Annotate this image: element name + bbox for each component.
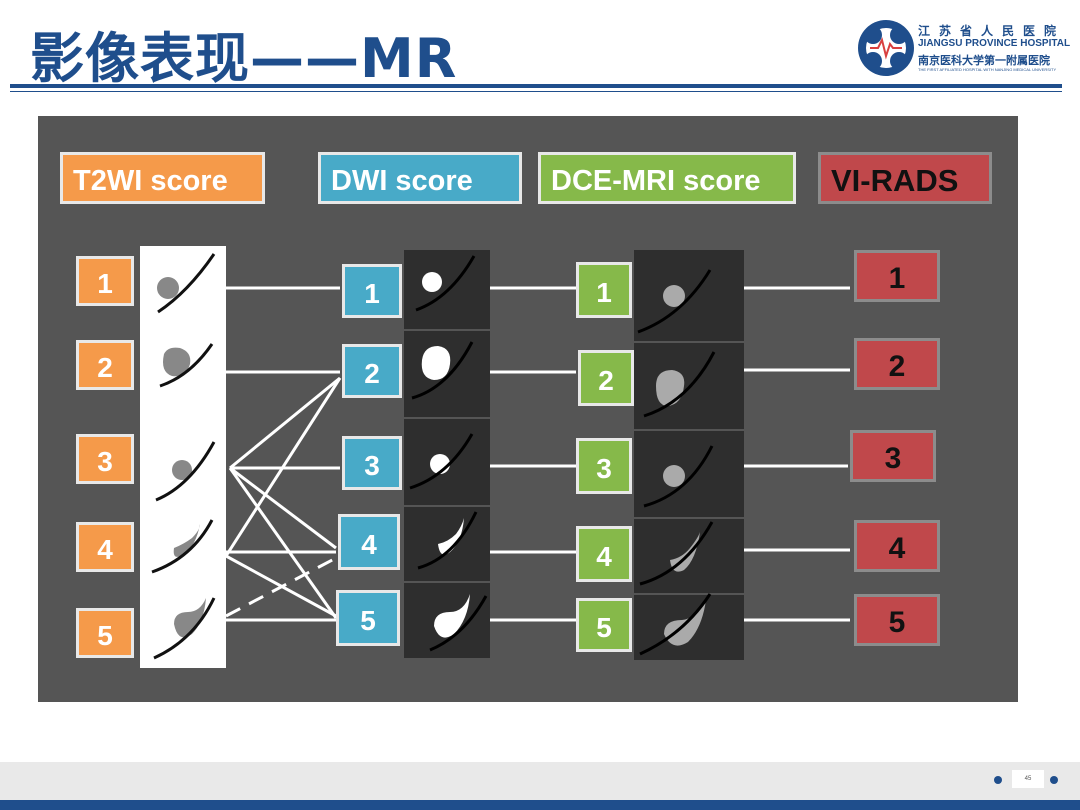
t2wi-lesion-4 bbox=[173, 524, 200, 557]
vi-rads-score-2: 2 bbox=[854, 338, 940, 390]
header-rule-thin bbox=[10, 91, 1062, 92]
hospital-name-cn: 江苏省人民医院 bbox=[918, 24, 1066, 38]
dce-score-2: 2 bbox=[578, 350, 634, 406]
dwi-lesion-4 bbox=[438, 518, 464, 555]
dwi-score-3: 3 bbox=[342, 436, 402, 490]
connector-t2-3-dwi-2 bbox=[229, 376, 341, 470]
vi-rads-score-3: 3 bbox=[850, 430, 936, 482]
t2wi-score-3: 3 bbox=[76, 434, 134, 484]
dwi-score-4: 4 bbox=[338, 514, 400, 570]
dce-score-1: 1 bbox=[576, 262, 632, 318]
t2wi-lesion-2 bbox=[163, 347, 191, 377]
vi-rads-diagram: T2WI score DWI score DCE-MRI score VI-RA… bbox=[38, 116, 1018, 702]
page-number: 45 bbox=[1012, 770, 1044, 788]
t2wi-score-1: 1 bbox=[76, 256, 134, 306]
header-vi-rads: VI-RADS bbox=[818, 152, 992, 204]
connector-t2-3-dwi-4 bbox=[229, 466, 337, 550]
vi-rads-score-1: 1 bbox=[854, 250, 940, 302]
t2wi-lesion-1 bbox=[157, 277, 179, 299]
t2wi-lesion-5 bbox=[174, 598, 206, 638]
page-title: 影像表现——MR bbox=[30, 27, 458, 90]
connector-t2-3-dwi-5 bbox=[228, 467, 338, 619]
header-t2wi-score: T2WI score bbox=[60, 152, 265, 204]
dwi-score-1: 1 bbox=[342, 264, 402, 318]
dce-lesion-3 bbox=[663, 465, 685, 487]
vi-rads-score-4: 4 bbox=[854, 520, 940, 572]
dwi-image-strip bbox=[404, 250, 490, 658]
dce-score-4: 4 bbox=[576, 526, 632, 582]
footer-band bbox=[0, 762, 1080, 800]
hospital-name-cn-secondary: 南京医科大学第一附属医院 bbox=[918, 54, 1050, 67]
hospital-name-en-secondary: THE FIRST AFFILIATED HOSPITAL WITH NANJI… bbox=[918, 67, 1057, 72]
dce-score-3: 3 bbox=[576, 438, 632, 494]
dwi-score-5: 5 bbox=[336, 590, 400, 646]
t2wi-image-strip bbox=[140, 246, 226, 668]
t2wi-score-5: 5 bbox=[76, 608, 134, 658]
dce-lesion-4 bbox=[670, 532, 700, 572]
dwi-score-2: 2 bbox=[342, 344, 402, 398]
connector-t2-4-dwi-2 bbox=[224, 377, 342, 557]
header-dce-mri-score: DCE-MRI score bbox=[538, 152, 796, 204]
header-dwi-score: DWI score bbox=[318, 152, 522, 204]
header-rule bbox=[10, 84, 1062, 88]
dce-lesion-1 bbox=[663, 285, 685, 307]
dce-image-strip bbox=[634, 250, 744, 660]
footer-bar bbox=[0, 800, 1080, 810]
footer-dot-right bbox=[1050, 776, 1058, 784]
t2wi-score-4: 4 bbox=[76, 522, 134, 572]
hospital-logo-icon bbox=[858, 20, 914, 76]
hospital-name-en: JIANGSU PROVINCE HOSPITAL bbox=[918, 38, 1071, 49]
dwi-lesion-1 bbox=[422, 272, 442, 292]
footer-dot-left bbox=[994, 776, 1002, 784]
dce-score-5: 5 bbox=[576, 598, 632, 652]
t2wi-lesion-3 bbox=[172, 460, 192, 480]
t2wi-score-2: 2 bbox=[76, 340, 134, 390]
connector-lines bbox=[224, 286, 850, 622]
dwi-lesion-5 bbox=[434, 594, 470, 638]
connector-t2-5-dwi-4-dashed bbox=[225, 556, 337, 618]
dwi-lesion-2 bbox=[421, 346, 451, 380]
vi-rads-score-5: 5 bbox=[854, 594, 940, 646]
